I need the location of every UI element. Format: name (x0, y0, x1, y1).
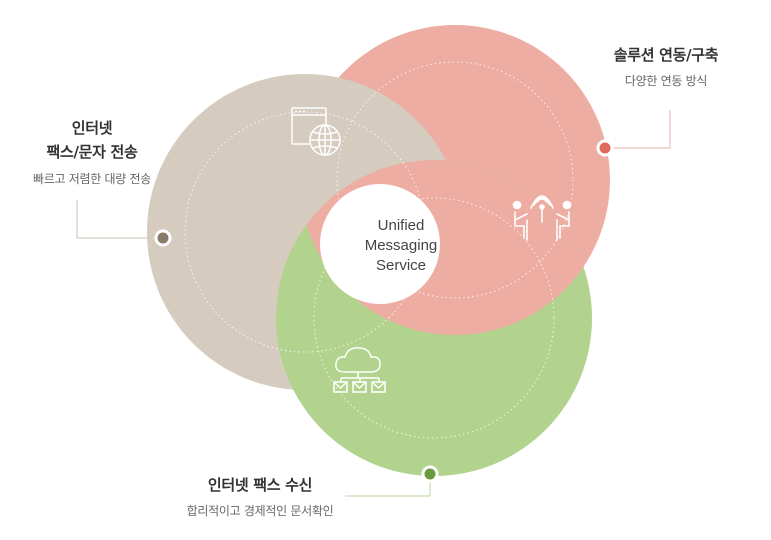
connector-line-left (76, 200, 163, 239)
dotted-ring-green (313, 197, 555, 439)
marker-dot-bottom (421, 465, 439, 483)
label-internet-fax-send: 인터넷 팩스/문자 전송 빠르고 저렴한 대량 전송 (6, 116, 178, 188)
center-text-line1: Unified (378, 217, 425, 234)
label-solution-integration: 솔루션 연동/구축 다양한 연동 방식 (576, 44, 756, 90)
center-text-line2: Messaging (365, 237, 438, 254)
center-circle (320, 184, 440, 304)
desc-solution-integration: 다양한 연동 방식 (624, 74, 708, 88)
cloud-mail-network-icon (333, 347, 386, 393)
title-internet-fax-receive: 인터넷 팩스 수신 (207, 476, 313, 494)
title-solution-integration: 솔루션 연동/구축 (613, 46, 719, 64)
browser-globe-icon (291, 107, 341, 156)
desc-internet-fax-send: 빠르고 저렴한 대량 전송 (33, 172, 151, 186)
title-internet-fax-send-line2: 팩스/문자 전송 (46, 143, 138, 161)
desc-internet-fax-receive: 합리적이고 경제적인 문서확인 (186, 504, 334, 518)
label-internet-fax-receive: 인터넷 팩스 수신 합리적이고 경제적인 문서확인 (150, 474, 370, 520)
dotted-ring-pink (336, 61, 574, 299)
center-text-line3: Service (376, 257, 426, 274)
title-internet-fax-send-line1: 인터넷 (71, 119, 113, 137)
people-signal-icon (512, 195, 572, 241)
marker-dot-right (596, 139, 614, 157)
connector-line-right (605, 110, 671, 149)
marker-dot-left (154, 229, 172, 247)
